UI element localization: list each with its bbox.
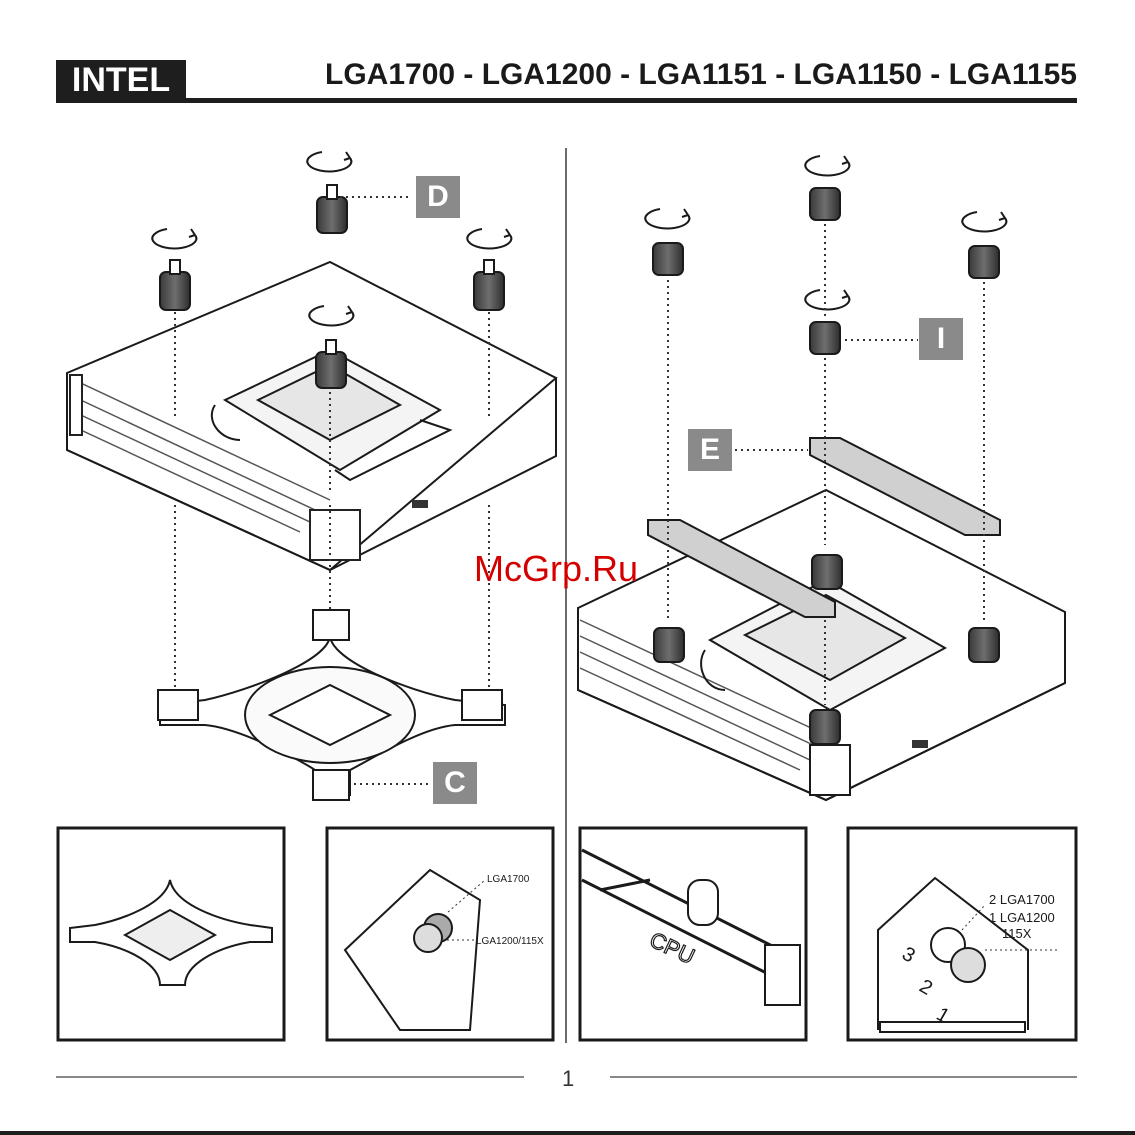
slider-label-lga1200: LGA1200/115X xyxy=(476,936,544,947)
inset-bracket-cpu: CPU xyxy=(580,828,806,1040)
watermark: McGrp.Ru xyxy=(474,548,638,590)
panel-divider xyxy=(565,148,567,1043)
inset-backplate xyxy=(58,828,284,1040)
footer-rule-left xyxy=(56,1076,524,1078)
inset-backplate-slider: LGA1700 LGA1200/115X xyxy=(327,828,553,1040)
inset-bracket-holes: 2 LGA1700 1 LGA1200 115X 3 2 1 xyxy=(848,828,1076,1040)
label-nut-i: I xyxy=(919,318,963,360)
hole-label-115x: 115X xyxy=(1002,926,1032,941)
hole-label-lga1200: 1 LGA1200 xyxy=(989,910,1055,925)
rotate-arrow-icons-right xyxy=(645,156,1006,309)
label-bracket-e: E xyxy=(688,429,732,471)
label-standoff-d: D xyxy=(416,176,460,218)
footer-rule-right xyxy=(610,1076,1077,1078)
bottom-edge-bar xyxy=(0,1131,1135,1135)
hole-label-lga1700: 2 LGA1700 xyxy=(989,892,1055,907)
page-number: 1 xyxy=(562,1066,574,1092)
label-backplate-c: C xyxy=(433,762,477,804)
slider-label-lga1700: LGA1700 xyxy=(487,874,530,885)
